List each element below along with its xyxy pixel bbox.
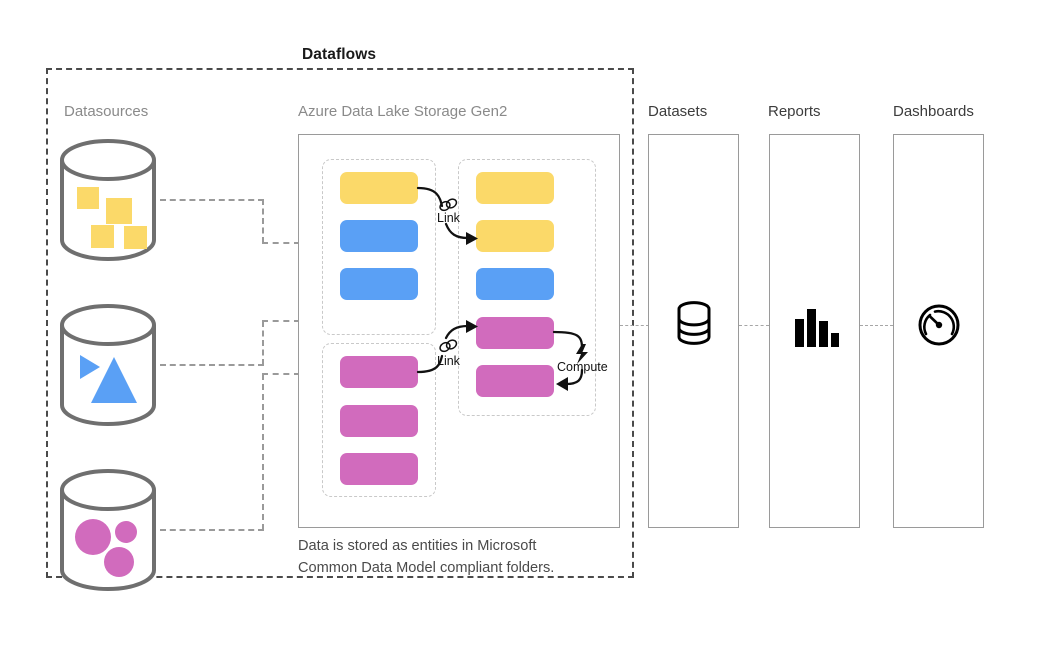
adls-note-line1: Data is stored as entities in Microsoft — [298, 538, 537, 554]
adls-note-line2: Common Data Model compliant folders. — [298, 560, 555, 576]
datasource-circles[interactable] — [58, 469, 158, 591]
gauge-icon — [918, 304, 960, 346]
adls-note: Data is stored as entities in Microsoft … — [298, 535, 598, 579]
entity-bar[interactable] — [476, 317, 554, 349]
link-label-bottom: Link — [437, 354, 460, 368]
dataflows-title: Dataflows — [302, 46, 377, 63]
entity-bar[interactable] — [340, 172, 418, 204]
datasource-squares[interactable] — [58, 139, 158, 261]
connector-ds3-v — [262, 374, 264, 530]
connector-ds3-h1 — [160, 529, 264, 531]
connector-ds2-h1 — [160, 364, 264, 366]
compute-arrow — [552, 330, 588, 391]
chain-link-icon — [439, 198, 458, 212]
connector-ds3-h2 — [262, 373, 300, 375]
connector-ds2-v — [262, 321, 264, 365]
connector-ds2-h2 — [262, 320, 300, 322]
column-label-reports: Reports — [768, 103, 821, 120]
bar-chart-icon — [795, 309, 839, 347]
entity-bar[interactable] — [476, 268, 554, 300]
chain-link-icon — [439, 339, 458, 353]
cylinder-circles-icon — [60, 469, 156, 591]
connector-adls-datasets — [620, 325, 649, 326]
dataflows-boundary — [46, 68, 634, 578]
column-label-dashboards: Dashboards — [893, 103, 974, 120]
connector-ds1-h1 — [160, 199, 264, 201]
entity-bar[interactable] — [476, 365, 554, 397]
entity-bar[interactable] — [340, 453, 418, 485]
connector-ds1-v — [262, 199, 264, 243]
connector-ds1-h2 — [262, 242, 300, 244]
column-label-datasources: Datasources — [64, 103, 149, 120]
cylinder-squares-icon — [60, 139, 156, 261]
entity-bar[interactable] — [340, 220, 418, 252]
entity-group-source-bottom — [322, 343, 436, 497]
link-label-top: Link — [437, 211, 460, 225]
entity-bar[interactable] — [340, 356, 418, 388]
entity-bar[interactable] — [340, 405, 418, 437]
entity-bar[interactable] — [476, 172, 554, 204]
column-label-datasets: Datasets — [648, 103, 708, 120]
entity-bar[interactable] — [476, 220, 554, 252]
compute-label: Compute — [557, 360, 608, 374]
column-label-adls: Azure Data Lake Storage Gen2 — [298, 103, 508, 120]
entity-group-derived — [458, 159, 596, 416]
datasource-triangles[interactable] — [58, 304, 158, 426]
link-arrow-bottom — [416, 320, 478, 374]
entity-bar[interactable] — [340, 268, 418, 300]
database-icon — [677, 301, 711, 345]
cylinder-triangles-icon — [60, 304, 156, 426]
entity-group-source-top — [322, 159, 436, 335]
connector-reports-dashboards — [860, 325, 893, 326]
connector-datasets-reports — [739, 325, 769, 326]
